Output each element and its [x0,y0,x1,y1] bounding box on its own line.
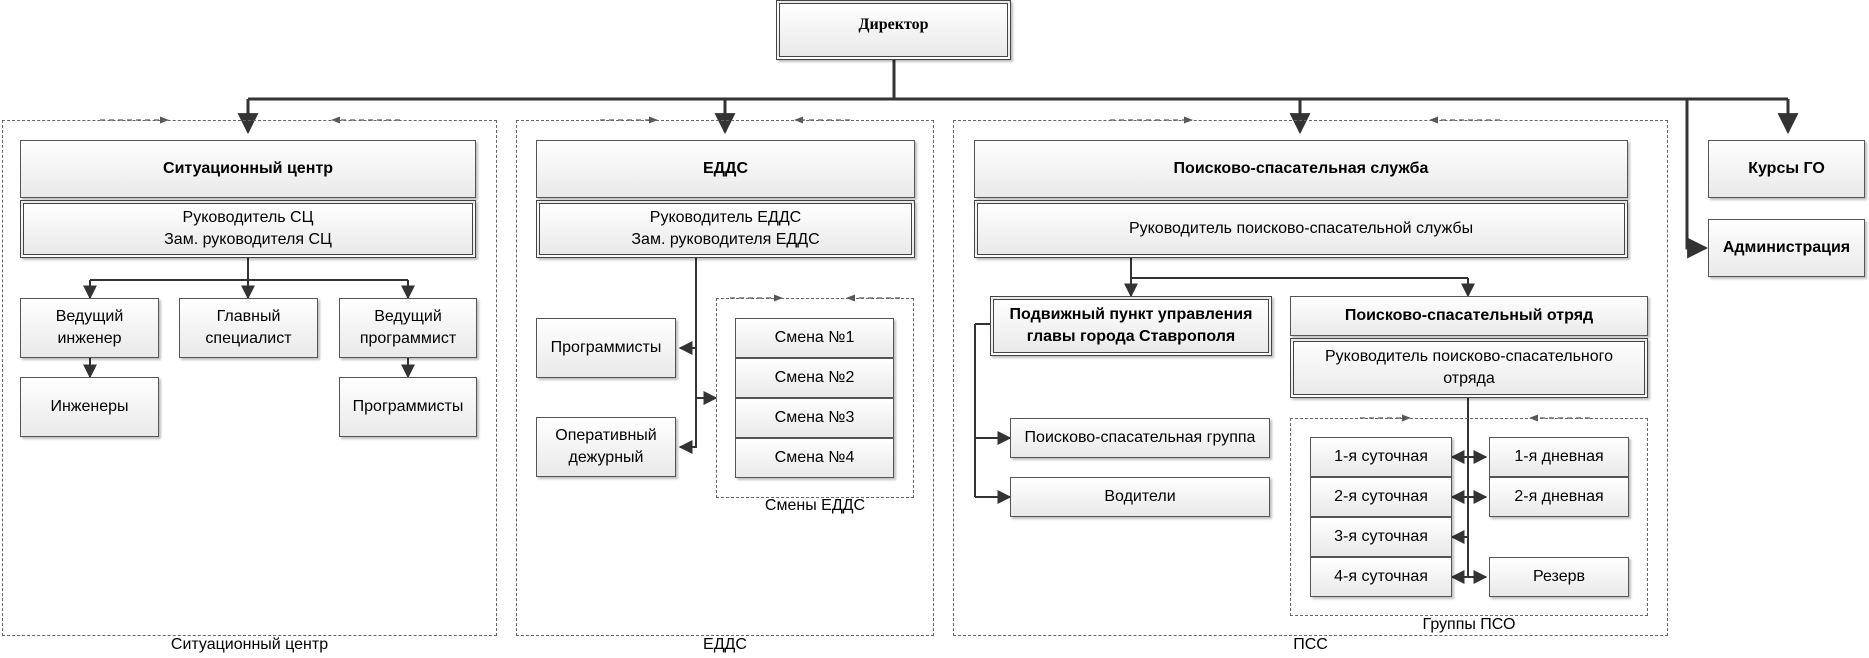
edds-deputy: Зам. руководителя ЕДДС [631,231,820,248]
pso-reserve: Резерв [1533,568,1585,585]
edds-shift-3: Смена №3 [774,409,855,426]
sc-group [2,120,497,636]
pss-title-box[interactable]: Поисково-спасательная служба [974,140,1628,198]
pso-day-1-box[interactable]: 1-я дневная [1489,437,1629,477]
pso-daily-3-box[interactable]: 3-я суточная [1310,517,1452,557]
edds-shift-4: Смена №4 [774,449,855,466]
administration-box[interactable]: Администрация [1708,219,1865,277]
pss-squad-head-box[interactable]: Руководитель поисково-спасательного отря… [1290,338,1648,398]
edds-caption: ЕДДС [703,636,747,653]
sc-title: Ситуационный центр [163,160,333,177]
pso-reserve-box[interactable]: Резерв [1489,557,1629,597]
edds-duty-officer-box[interactable]: Оперативный дежурный [536,417,676,477]
edds-heads-box[interactable]: Руководитель ЕДДС Зам. руководителя ЕДДС [536,200,915,258]
pss-group [953,120,1668,636]
pso-daily-1: 1-я суточная [1334,448,1428,465]
edds-title-box[interactable]: ЕДДС [536,140,915,198]
pso-groups-group [1290,418,1648,616]
pss-rescue-group: Поисково-спасательная группа [1024,429,1256,446]
civil-defense-courses: Курсы ГО [1748,160,1825,177]
pso-daily-2: 2-я суточная [1334,488,1428,505]
edds-shift-4-box[interactable]: Смена №4 [735,438,894,478]
pss-head-box[interactable]: Руководитель поисково-спасательной служб… [974,200,1628,258]
director-label: Директор [858,16,929,33]
sc-deputy: Зам. руководителя СЦ [164,231,332,248]
pss-squad-head: Руководитель поисково-спасательного отря… [1324,348,1614,387]
sc-chief-specialist-box[interactable]: Главный специалист [179,298,318,358]
pso-day-2: 2-я дневная [1514,488,1604,505]
pso-daily-3: 3-я суточная [1334,528,1428,545]
edds-connectors [678,258,718,454]
pss-connectors [974,258,1475,504]
civil-defense-courses-box[interactable]: Курсы ГО [1708,140,1865,198]
pso-day-1: 1-я дневная [1514,448,1604,465]
edds-shift-1: Смена №1 [774,329,855,346]
pss-rescue-group-box[interactable]: Поисково-спасательная группа [1010,418,1270,458]
administration: Администрация [1722,239,1851,256]
sc-lead-engineer-box[interactable]: Ведущий инженер [20,298,159,358]
edds-head: Руководитель ЕДДС [649,209,802,226]
edds-shifts-caption: Смены ЕДДС [764,497,866,514]
pss-rescue-squad: Поисково-спасательный отряд [1344,307,1594,324]
sc-heads-box[interactable]: Руководитель СЦ Зам. руководителя СЦ [20,200,476,258]
sc-programmers-box[interactable]: Программисты [339,377,477,437]
director-box[interactable]: Директор [776,0,1011,60]
pso-day-2-box[interactable]: 2-я дневная [1489,477,1629,517]
sc-connectors [83,258,415,379]
pso-daily-4: 4-я суточная [1334,568,1428,585]
edds-group [516,120,934,636]
edds-shift-3-box[interactable]: Смена №3 [735,398,894,438]
pss-title: Поисково-спасательная служба [1173,160,1429,177]
sc-lead-programmer: Ведущий программист [359,308,457,347]
pss-rescue-squad-box[interactable]: Поисково-спасательный отряд [1290,296,1648,336]
edds-shifts-group [716,298,914,498]
sc-engineers-box[interactable]: Инженеры [20,377,159,437]
pso-daily-1-box[interactable]: 1-я суточная [1310,437,1452,477]
sc-head: Руководитель СЦ [182,209,314,226]
pss-mobile-post-box[interactable]: Подвижный пункт управления главы города … [990,296,1272,356]
edds-programmers: Программисты [550,339,662,356]
pso-daily-2-box[interactable]: 2-я суточная [1310,477,1452,517]
pss-head: Руководитель поисково-спасательной служб… [1128,220,1474,237]
sc-engineers: Инженеры [50,398,129,415]
director-connectors [237,50,1799,259]
edds-shift-1-box[interactable]: Смена №1 [735,318,894,358]
pso-connectors [1450,398,1488,584]
edds-duty-officer: Оперативный дежурный [555,427,657,466]
sc-caption: Ситуационный центр [170,636,329,653]
edds-shift-2-box[interactable]: Смена №2 [735,358,894,398]
edds-programmers-box[interactable]: Программисты [536,318,676,378]
pso-daily-4-box[interactable]: 4-я суточная [1310,557,1452,597]
sc-lead-engineer: Ведущий инженер [55,308,124,347]
edds-shift-2: Смена №2 [774,369,855,386]
sc-programmers: Программисты [352,398,464,415]
pso-groups-caption: Группы ПСО [1422,616,1516,633]
sc-lead-programmer-box[interactable]: Ведущий программист [339,298,477,358]
pss-caption: ПСС [1293,636,1328,653]
pss-mobile-post: Подвижный пункт управления главы города … [1009,306,1253,345]
pss-drivers: Водители [1104,488,1176,505]
edds-title: ЕДДС [702,160,749,177]
sc-chief-specialist: Главный специалист [205,308,292,347]
sc-title-box[interactable]: Ситуационный центр [20,140,476,198]
pss-drivers-box[interactable]: Водители [1010,477,1270,517]
